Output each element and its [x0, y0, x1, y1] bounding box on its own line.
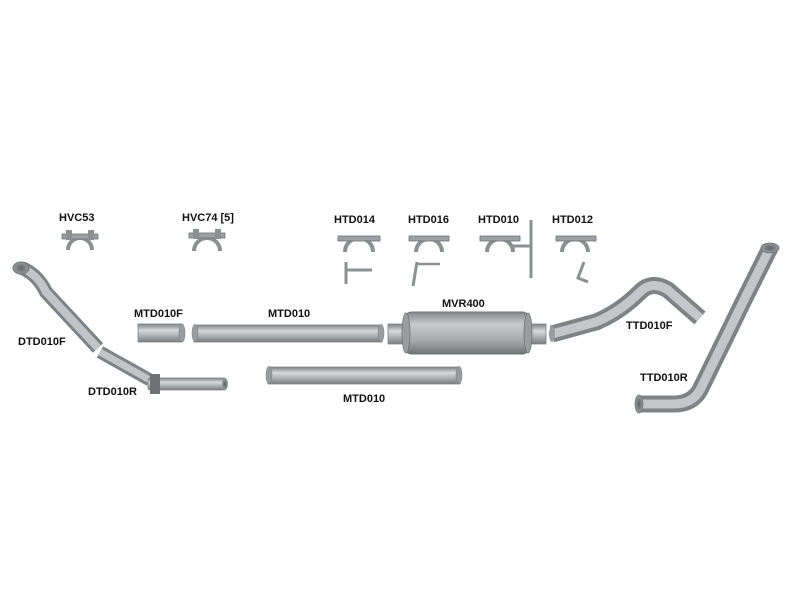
hanger-htd012	[555, 235, 597, 284]
label-dtd010f: DTD010F	[18, 336, 66, 348]
label-mtd010-top: MTD010	[268, 308, 311, 320]
label-hvc53: HVC53	[59, 212, 95, 224]
pipe-mtd010f	[137, 323, 186, 343]
hanger-htd016	[408, 235, 450, 287]
label-ttd010r: TTD010R	[640, 372, 688, 384]
pipe-ttd010f	[549, 277, 706, 343]
label-mvr400: MVR400	[442, 298, 485, 310]
clamp-hvc53	[61, 230, 99, 251]
label-htd010: HTD010	[478, 214, 519, 226]
label-dtd010r: DTD010R	[88, 386, 137, 398]
hanger-htd010	[479, 220, 533, 278]
muffler-mvr400	[387, 311, 547, 355]
pipe-mtd010-bottom	[265, 366, 463, 385]
clamp-hvc74	[188, 229, 226, 252]
pipe-dtd010r	[96, 346, 228, 394]
label-htd016: HTD016	[408, 214, 449, 226]
label-ttd010f: TTD010F	[626, 320, 673, 332]
label-htd014: HTD014	[334, 214, 375, 226]
label-htd012: HTD012	[552, 214, 593, 226]
label-mtd010f: MTD010F	[134, 308, 183, 320]
pipe-dtd010f	[12, 261, 104, 353]
label-mtd010-bottom: MTD010	[343, 393, 386, 405]
pipe-ttd010r	[634, 242, 780, 414]
label-hvc74: HVC74 [5]	[182, 212, 234, 224]
hanger-htd014	[337, 235, 381, 284]
pipe-mtd010-top	[191, 324, 385, 343]
